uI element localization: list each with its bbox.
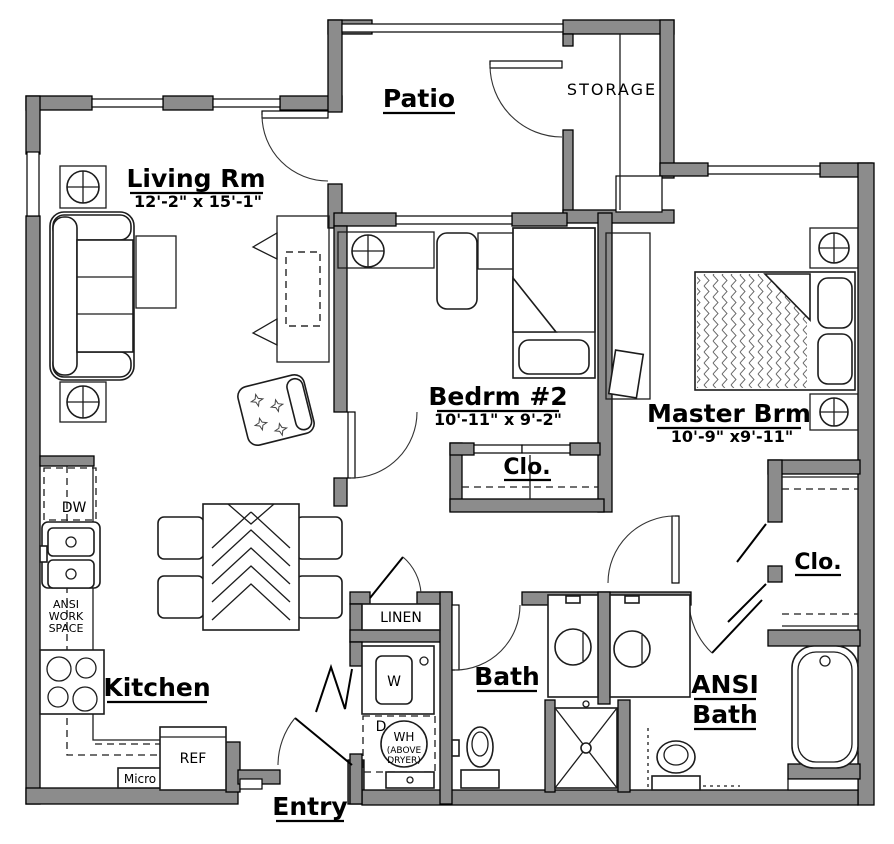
drawer <box>385 771 435 789</box>
coffee-table <box>135 235 177 309</box>
storage-door-leaf <box>489 60 563 69</box>
range <box>39 649 105 715</box>
water-heater <box>380 720 428 768</box>
interior-lines <box>462 34 858 788</box>
tv-console <box>276 215 330 363</box>
walls <box>25 19 875 806</box>
patio-door-leaf <box>261 110 329 119</box>
living-room-dims: 12'-2" x 15'-1" <box>134 192 262 211</box>
storage-label: STORAGE <box>567 80 657 99</box>
tub <box>791 645 859 769</box>
water-heater-label-line1: WH <box>394 730 415 744</box>
linen-label: LINEN <box>380 610 422 626</box>
dining-chair <box>295 516 343 560</box>
master-closet-door-leaf <box>736 523 767 563</box>
ansi-toilet <box>656 740 696 774</box>
dishwasher-label: DW <box>62 500 87 516</box>
label-underlines <box>107 111 841 823</box>
armchair <box>237 373 315 447</box>
bath-label: Bath <box>474 662 540 691</box>
bath-door-leaf <box>451 604 460 671</box>
bedroom2-dims: 10'-11" x 9'-2" <box>434 410 562 429</box>
linen-door-leaf <box>369 556 404 599</box>
tv <box>285 251 321 327</box>
dining-chair <box>157 575 205 619</box>
ansi-sink <box>613 630 651 668</box>
nightstand <box>477 232 519 270</box>
kitchen-fixtures <box>39 466 227 791</box>
master-dims: 10'-9" x9'-11" <box>671 427 793 446</box>
bath-sink <box>554 628 592 666</box>
pillow <box>817 333 853 385</box>
work-space-label-line2: WORK <box>49 610 84 623</box>
nightstand <box>809 227 859 269</box>
nightstand <box>809 393 859 431</box>
work-space-label-line3: SPACE <box>49 622 84 635</box>
master-door-leaf <box>671 515 680 584</box>
doors <box>261 60 767 766</box>
entry-label: Entry <box>272 792 347 821</box>
dining-chair <box>157 516 205 560</box>
bedroom2-furniture <box>337 227 596 379</box>
master-label: Master Brm <box>647 399 811 428</box>
dresser <box>337 231 435 269</box>
end-table <box>59 381 107 423</box>
dining-chair <box>295 575 343 619</box>
washer-label: W <box>387 674 401 690</box>
linen-shelf <box>361 603 441 631</box>
work-space-label-line1: ANSI <box>53 598 79 611</box>
refrigerator-label: REF <box>180 751 207 767</box>
dryer <box>362 715 436 773</box>
bath-fixtures <box>451 594 859 791</box>
ansi-bath-label-line1: ANSI <box>691 670 759 699</box>
end-table <box>59 165 107 209</box>
ansi-bath-label-line2: Bath <box>692 700 758 729</box>
bedroom2-door-leaf <box>347 411 356 479</box>
master-closet-door-leaf <box>727 583 767 623</box>
dresser <box>605 232 651 400</box>
living-room-furniture <box>49 165 330 447</box>
dryer-label: D <box>376 719 387 735</box>
master-furniture <box>605 227 859 431</box>
laundry-fixtures <box>361 603 441 789</box>
living-room-label: Living Rm <box>126 164 265 193</box>
dining-furniture <box>157 503 343 631</box>
water-heater-label-line3: DRYER) <box>387 756 421 766</box>
dishwasher <box>43 467 97 521</box>
ansi-bath-door-leaf <box>711 599 763 654</box>
laundry-bifold-door <box>315 663 353 713</box>
pillow <box>817 277 853 329</box>
pillow <box>518 339 590 375</box>
kitchen-label: Kitchen <box>103 673 210 702</box>
bedroom2-closet-label: Clo. <box>503 455 550 480</box>
patio-label: Patio <box>383 84 455 113</box>
microwave-label: Micro <box>124 772 156 786</box>
chair <box>436 232 478 310</box>
bedroom2-label: Bedrm #2 <box>428 382 567 411</box>
entry-door-leaf <box>294 717 353 766</box>
master-closet-label: Clo. <box>794 550 841 575</box>
windows <box>26 23 859 791</box>
bath-toilet <box>466 726 494 768</box>
dining-table <box>202 503 300 631</box>
water-heater-label-line2: (ABOVE <box>387 746 422 756</box>
